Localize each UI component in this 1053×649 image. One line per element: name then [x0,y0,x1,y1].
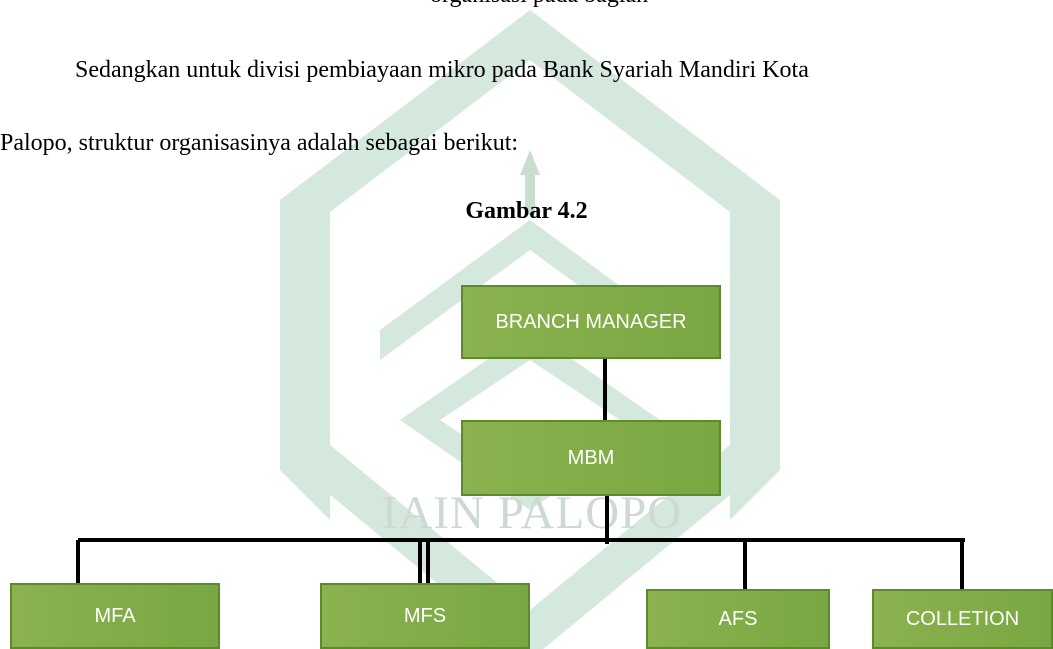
org-box-mfs: MFS [320,583,530,649]
figure-title: Gambar 4.2 [465,198,588,224]
paragraph-line-1: Sedangkan untuk divisi pembiayaan mikro … [75,57,809,83]
org-box-mfa: MFA [10,583,220,649]
org-box-colletion: COLLETION [872,589,1053,649]
cut-off-text-line: organisasi pada bagian [430,0,648,10]
org-box-branch-manager: BRANCH MANAGER [461,285,721,359]
org-box-mbm: MBM [461,420,721,496]
paragraph-line-2: Palopo, struktur organisasinya adalah se… [0,130,519,156]
org-box-afs: AFS [646,589,830,649]
